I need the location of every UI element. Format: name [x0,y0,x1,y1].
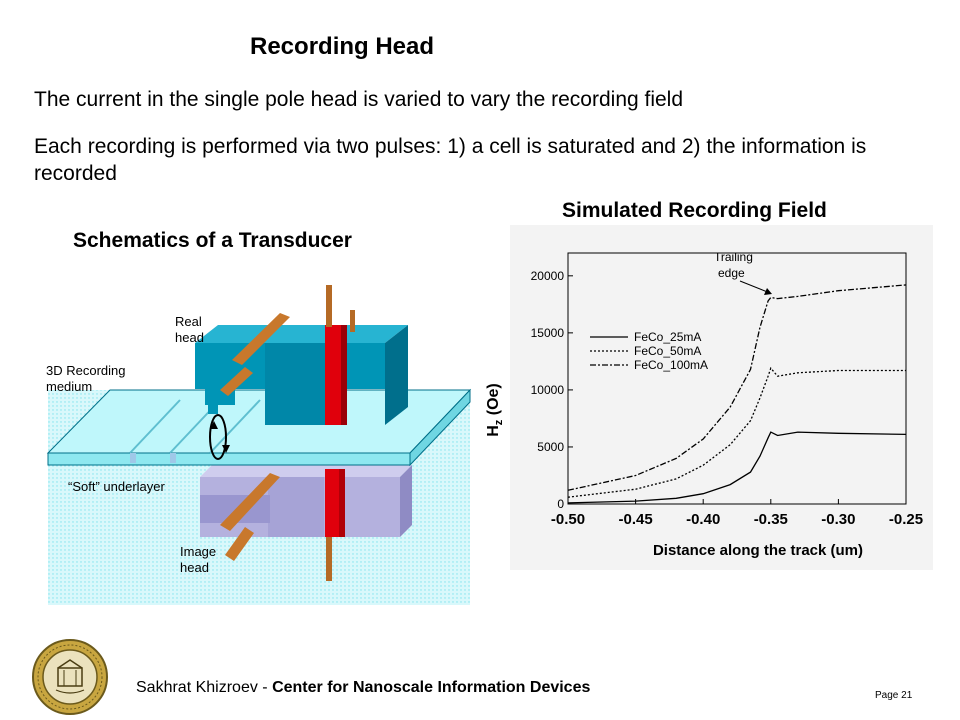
schematic-caption: Schematics of a Transducer [73,229,352,252]
annotation-arrow [739,280,771,294]
x-tick-label: -0.35 [754,511,788,528]
flux-loop-arrow [209,414,230,460]
x-tick-label: -0.30 [821,511,855,528]
x-axis-label: Distance along the track (um) [653,542,863,559]
series-line-FeCo_100mA [567,284,907,491]
label-medium-1: 3D Recording [46,363,126,378]
bullet-text-2: Each recording is performed via two puls… [34,135,867,185]
chart-caption: Simulated Recording Field [562,199,827,222]
chart-background [510,225,933,570]
y-axis-label: Hz (Oe) [485,383,505,437]
plot-frame [567,252,907,505]
annotation-edge: edge [718,266,745,280]
label-real-head-1: Real [175,314,202,329]
svg-text:Hz (Oe): Hz (Oe) [485,383,505,437]
recording-medium [46,388,472,467]
bullet-text-1: The current in the single pole head is v… [34,88,684,111]
label-image-head-1: Image [180,544,216,559]
footer-credit: Sakhrat Khizroev - Center for Nanoscale … [136,679,590,697]
legend-label: FeCo_50mA [634,344,701,358]
footer-org: Center for Nanoscale Information Devices [272,679,591,696]
university-seal-logo [32,639,108,715]
legend-label: FeCo_25mA [634,330,701,344]
series-line-FeCo_50mA [567,366,906,498]
plot-area: 0 5000 10000 15000 20000 -0.50 -0.45 -0.40 -0.35… [531,252,923,528]
x-tick-label: -0.45 [618,511,652,528]
slide-title: Recording Head [250,33,435,60]
y-tick-label: 15000 [531,326,565,340]
series-line-FeCo_25mA [567,431,907,504]
x-tick-label: -0.40 [686,511,720,528]
transducer-schematic: Real head 3D Recording medium “Soft” und… [46,285,472,605]
label-image-head-2: head [180,560,209,575]
page-number: Page 21 [875,690,913,701]
real-head-shape [195,325,408,425]
y-tick-label: 5000 [537,440,564,454]
label-soft-underlayer: “Soft” underlayer [68,479,165,494]
annotation-arrowhead [764,288,772,295]
recording-field-chart: 0 5000 10000 15000 20000 -0.50 -0.45 -0.40 -0.35… [485,225,933,570]
footer-author: Sakhrat Khizroev - [136,679,273,696]
y-tick-label: 20000 [531,269,565,283]
label-medium-2: medium [46,379,92,394]
legend-label: FeCo_100mA [634,358,708,372]
y-tick-label: 10000 [531,383,565,397]
annotation-trailing: Trailing [714,250,753,264]
lower-coil [220,473,332,581]
upper-coil [220,285,355,396]
x-tick-label: -0.25 [889,511,923,528]
label-real-head-2: head [175,330,204,345]
x-tick-label: -0.50 [551,511,585,528]
y-tick-label: 0 [557,497,564,511]
